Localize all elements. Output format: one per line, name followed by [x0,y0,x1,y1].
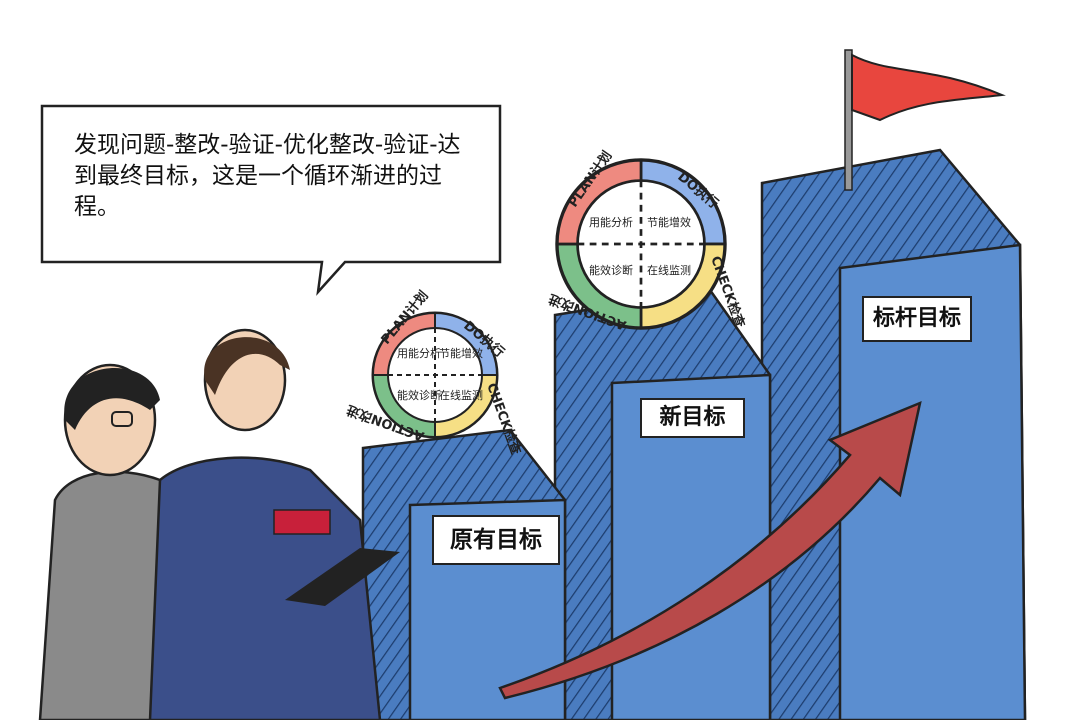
benchmark-building-front [838,243,1027,720]
quadrant-label: 在线监测 [439,388,483,402]
tablet-icon [285,548,400,606]
glasses-icon [111,411,133,427]
company-badge [273,509,331,535]
quadrant-label: 用能分析 [589,215,633,229]
new-target-label: 新目标 [640,398,745,438]
growth-arrow-icon [498,400,922,700]
quadrant-label: 节能增效 [439,346,483,360]
flag-icon [851,53,1006,122]
original-target-label: 原有目标 [432,515,560,565]
quadrant-label: 能效诊断 [397,388,441,402]
quadrant-label: 节能增效 [647,215,691,229]
flag-pole [844,49,853,191]
speech-bubble-shape [40,104,502,296]
quadrant-label: 能效诊断 [589,263,633,277]
quadrant-label: 在线监测 [647,263,691,277]
technician-with-tablet [148,328,400,720]
speech-bubble: 发现问题-整改-验证-优化整改-验证-达到最终目标，这是一个循环渐进的过程。 [74,132,461,220]
benchmark-target-label: 标杆目标 [862,296,972,342]
quadrant-label: 用能分析 [397,346,441,360]
